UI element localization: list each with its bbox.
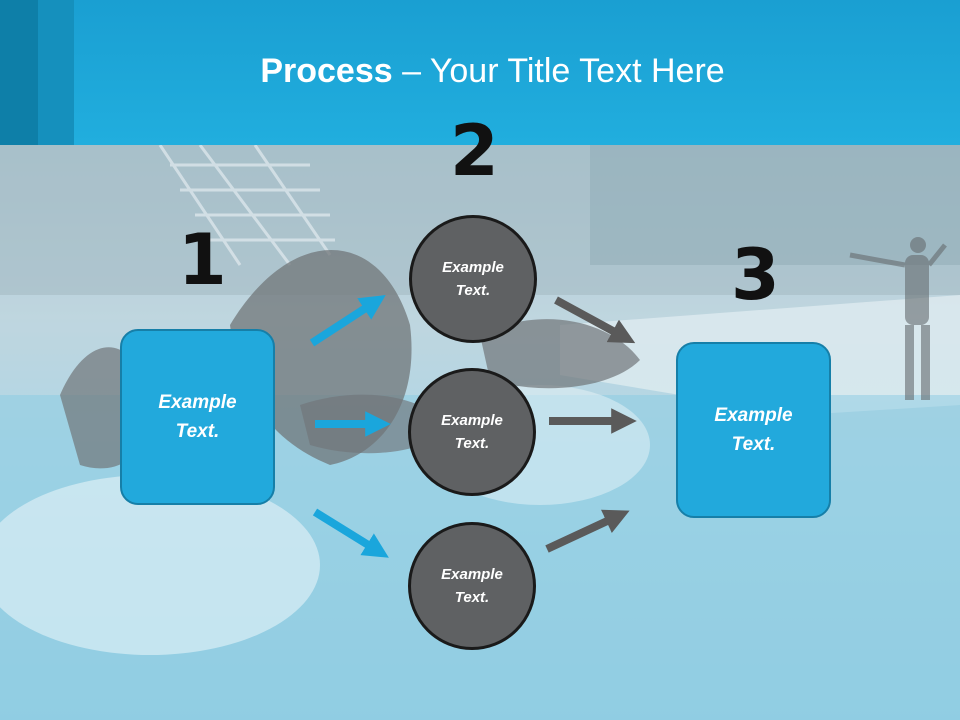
step-number-2: 2 [450,110,499,192]
process-circle-middle-text: Example Text. [441,412,503,452]
process-box-right[interactable]: Example Text. [676,342,831,518]
process-circle-top[interactable]: Example Text. [409,215,537,343]
process-box-right-text: Example Text. [714,405,793,455]
process-box-left[interactable]: Example Text. [120,329,275,505]
slide-title[interactable]: Process – Your Title Text Here [0,52,960,91]
header-accent-strip [0,0,38,145]
slide-title-rest: – Your Title Text Here [392,52,725,90]
step-number-1: 1 [178,219,227,301]
header-accent-strip [38,0,74,145]
arrow-from-circle-top [554,296,636,344]
title-bar: Process – Your Title Text Here [0,0,960,145]
slide-title-bold: Process [260,52,393,90]
process-box-left-text: Example Text. [158,392,237,442]
arrow-to-circle-bottom [312,508,389,558]
step-number-3: 3 [731,234,780,316]
process-circle-middle[interactable]: Example Text. [408,368,536,496]
process-circle-bottom[interactable]: Example Text. [408,522,536,650]
process-circle-bottom-text: Example Text. [441,566,503,606]
process-circle-top-text: Example Text. [442,259,504,299]
arrow-to-circle-top [309,295,386,347]
arrow-from-circle-bottom [545,509,630,553]
